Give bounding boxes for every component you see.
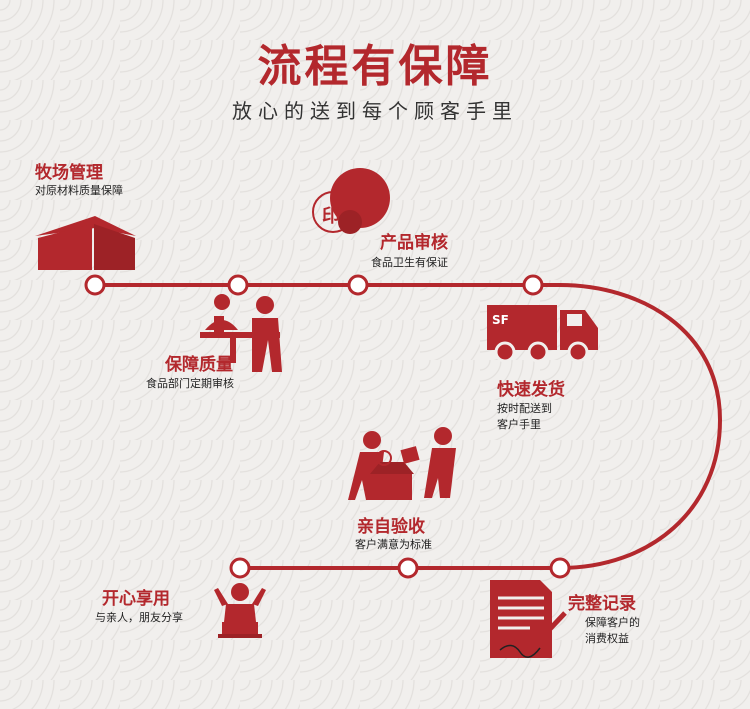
route-node [397,557,419,579]
truck-logo: SF [492,313,509,327]
step-desc-review: 食品卫生有保证 [371,256,448,269]
route-node [549,557,571,579]
inspection-desk-icon [200,294,282,372]
route-node [347,274,369,296]
route-node [227,274,249,296]
stamp-icon [312,168,390,234]
step-desc-acceptance: 客户满意为标准 [355,538,432,551]
package-handover-icon [348,427,456,500]
happy-person-icon [214,583,266,638]
barn-icon [35,216,136,270]
stamp-text: 印 [322,206,340,227]
step-heading-enjoy: 开心享用 [102,589,170,609]
page-title: 流程有保障 [257,41,493,92]
step-desc-records-line1: 保障客户的 [585,616,640,629]
step-heading-review: 产品审核 [380,233,448,253]
step-heading-acceptance: 亲自验收 [357,517,425,537]
route-node [84,274,106,296]
step-desc-ranch: 对原材料质量保障 [35,184,123,197]
process-route-line [95,283,723,570]
route-node [522,274,544,296]
step-heading-shipping: 快速发货 [497,380,565,400]
document-signing-icon [490,580,567,658]
step-desc-records-line2: 消费权益 [585,632,629,645]
step-desc-shipping-line2: 客户手里 [497,418,541,431]
delivery-truck-icon [487,305,598,363]
step-heading-records: 完整记录 [568,594,636,614]
step-desc-enjoy: 与亲人，朋友分享 [95,611,183,624]
page-subtitle: 放心的送到每个顾客手里 [232,99,518,123]
step-heading-ranch: 牧场管理 [35,163,103,183]
step-heading-quality: 保障质量 [165,355,233,375]
route-node [229,557,251,579]
step-desc-shipping-line1: 按时配送到 [497,402,552,415]
step-desc-quality: 食品部门定期审核 [146,377,234,390]
